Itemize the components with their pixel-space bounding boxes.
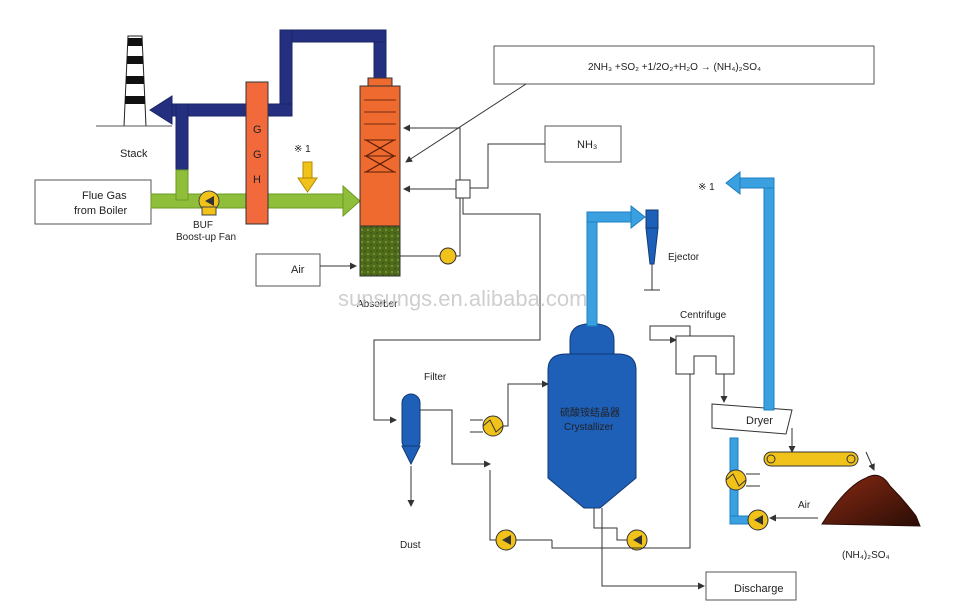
flue-gas-box	[34, 179, 152, 225]
reaction-equation: 2NH₃ +SO₂ +1/2O₂+H₂O → (NH₄)₂SO₄	[588, 62, 761, 73]
reaction-pointer-line	[405, 83, 527, 163]
ggh-letter-g1: G	[253, 124, 262, 136]
crystallizer-bottom-line	[593, 508, 627, 541]
ggh-heat-exchanger	[245, 81, 269, 225]
slurry-to-centrifuge-line	[551, 325, 691, 549]
crystallizer-vessel	[547, 323, 637, 509]
ejector	[644, 209, 660, 291]
yellow-down-arrow	[297, 161, 318, 193]
product-pile	[821, 474, 921, 527]
product-conveyor	[763, 451, 859, 467]
ggh-letter-g2: G	[253, 149, 262, 161]
ggh-letter-h: H	[253, 174, 261, 186]
note-mark-1: ※ 1	[294, 144, 311, 155]
dryer-exhaust-line	[725, 170, 775, 411]
dryer-label: Dryer	[746, 415, 773, 427]
heat-exchanger-crystallizer	[470, 415, 504, 437]
crystallizer-discharge-pump	[626, 529, 648, 551]
nh3-box	[544, 125, 622, 163]
watermark: sunsungs.en.alibaba.com	[338, 286, 588, 311]
centrifuge-label: Centrifuge	[680, 310, 727, 321]
pump-return-line	[489, 470, 496, 541]
nh3-mixer	[455, 179, 471, 199]
flue-gas-label-line1: Flue Gas	[82, 190, 127, 202]
crystallizer-label: Crystallizer	[564, 422, 614, 433]
slurry-to-filter-line	[373, 198, 541, 424]
ejector-label: Ejector	[668, 252, 700, 263]
absorber-tower	[359, 77, 401, 277]
absorber-pump	[439, 247, 457, 265]
flue-gas-label-line2: from Boiler	[74, 205, 128, 217]
dryer-air-heater	[725, 469, 760, 491]
recirculation-line	[403, 124, 461, 257]
nh3-feed-line	[470, 143, 545, 189]
hx-to-crystallizer-line	[503, 380, 549, 427]
filter-vessel	[401, 393, 421, 466]
filter-label: Filter	[424, 372, 447, 383]
note-mark-2: ※ 1	[698, 182, 715, 193]
stack-label: Stack	[120, 148, 148, 160]
discharge-line	[601, 508, 705, 590]
stack	[96, 35, 172, 127]
discharge-label: Discharge	[734, 583, 784, 595]
crystallizer-circulation-pump	[495, 529, 517, 551]
air-absorber-label: Air	[291, 264, 305, 276]
product-label: (NH₄)₂SO₄	[842, 550, 890, 561]
filter-to-crystallizer-line	[420, 409, 491, 468]
absorber-label: Absorber	[357, 299, 398, 310]
discharge-box	[705, 571, 797, 601]
buf-label: BUF	[193, 220, 213, 231]
air-box-absorber	[255, 253, 321, 287]
vapour-line-to-ejector	[586, 204, 646, 327]
dryer-air-blower	[747, 509, 769, 531]
boost-up-fan-label: Boost-up Fan	[176, 232, 236, 243]
crystallizer-label-cn: 硫酸铵结晶器	[560, 406, 620, 419]
boost-up-fan	[198, 190, 220, 216]
dust-label: Dust	[400, 540, 421, 551]
air-dryer-label: Air	[798, 500, 811, 511]
reaction-equation-box	[493, 45, 875, 85]
conveyor-to-pile-line	[865, 451, 875, 471]
centrifuge	[675, 335, 735, 375]
nh3-label: NH₃	[577, 139, 597, 151]
